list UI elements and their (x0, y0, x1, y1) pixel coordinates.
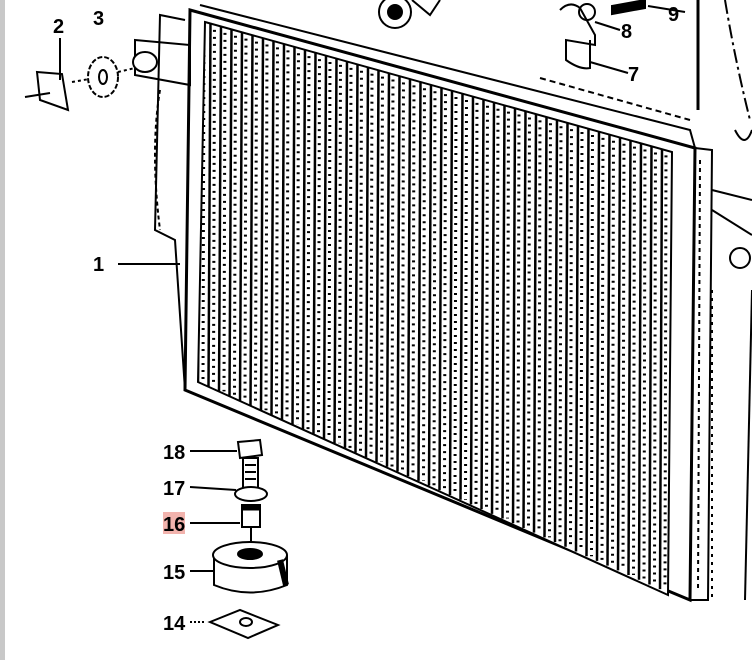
fin-teeth (306, 49, 311, 430)
fin-teeth (390, 72, 395, 467)
part-15-rubber-mount (190, 541, 289, 594)
callout-3[interactable]: 3 (93, 8, 104, 30)
fin-tube (459, 92, 464, 500)
callout-16[interactable]: 16 (163, 514, 185, 536)
part-16-spacer (190, 504, 261, 550)
fin-tube (627, 139, 632, 576)
fin-teeth (348, 60, 353, 448)
fin-tube (501, 104, 506, 519)
fin-teeth (380, 69, 384, 463)
fan-shroud (696, 0, 752, 601)
fin-tube (448, 90, 454, 496)
fin-teeth (296, 46, 300, 425)
fin-teeth (464, 92, 468, 500)
fin-tube (406, 78, 412, 477)
fin-teeth (201, 22, 206, 383)
fin-tube (543, 116, 548, 538)
fin-tube (532, 113, 538, 533)
fin-teeth (506, 104, 510, 519)
part-14-plate (190, 608, 281, 640)
fin-teeth (233, 28, 237, 397)
part-17-washer (189, 486, 268, 502)
fin-teeth (327, 55, 332, 439)
fin-tube (522, 110, 527, 528)
callout-1[interactable]: 1 (93, 254, 104, 276)
fin-teeth (569, 122, 573, 547)
fin-teeth (600, 130, 605, 561)
fin-teeth (548, 116, 552, 538)
window-left-border (0, 0, 5, 660)
radiator (132, 4, 714, 603)
fin-teeth (632, 139, 636, 576)
callout-15[interactable]: 15 (163, 562, 185, 584)
fin-tube (511, 107, 517, 524)
fin-tube (658, 148, 664, 590)
part-2-clip-nut (24, 38, 96, 112)
callout-17[interactable]: 17 (163, 478, 185, 500)
fin-tube (270, 40, 275, 415)
fin-teeth (642, 142, 647, 580)
fin-teeth (338, 57, 342, 444)
part-18-bolt (190, 438, 264, 489)
fin-teeth (611, 133, 615, 566)
fin-tube (259, 37, 265, 411)
fin-teeth (474, 95, 479, 505)
fin-tube (585, 127, 590, 557)
fin-tube (553, 119, 559, 543)
fin-teeth (254, 34, 258, 406)
fin-tube (249, 34, 254, 406)
top-grommet (378, 0, 441, 29)
fin-tube (364, 66, 370, 458)
fin-tube (228, 28, 233, 397)
fin-teeth (590, 127, 594, 557)
fin-tube (438, 87, 443, 491)
fin-tube (616, 136, 622, 571)
fin-teeth (359, 63, 363, 453)
fin-tube (312, 52, 317, 434)
fin-teeth (653, 145, 657, 585)
fin-tube (354, 63, 359, 453)
callout-14[interactable]: 14 (163, 613, 186, 635)
fin-tube (375, 69, 380, 463)
fin-tube (490, 101, 496, 514)
fin-tube (564, 122, 569, 547)
part-7-bracket (559, 3, 629, 74)
callout-7[interactable]: 7 (628, 64, 639, 86)
fin-tube (396, 75, 401, 472)
callout-16-highlight (163, 512, 185, 534)
fin-tube (280, 43, 286, 420)
fin-teeth (401, 75, 405, 472)
fin-tube (207, 22, 212, 387)
fin-tube (238, 31, 244, 401)
fin-tube (427, 84, 433, 486)
fin-tube (301, 49, 307, 430)
callout-18[interactable]: 18 (163, 442, 185, 464)
part-3-washer (87, 56, 136, 98)
fin-tube (333, 57, 338, 444)
fin-tube (343, 60, 349, 448)
fin-tube (480, 98, 485, 510)
fin-tube (385, 72, 391, 467)
fin-tube (595, 130, 601, 561)
callout-2[interactable]: 2 (53, 16, 64, 38)
fin-tube (606, 133, 611, 566)
callout-8[interactable]: 8 (621, 21, 632, 43)
fin-teeth (317, 52, 321, 434)
fin-tube (637, 142, 643, 580)
fin-tube (291, 46, 296, 425)
callout-9[interactable]: 9 (668, 4, 679, 26)
fin-tube (574, 125, 580, 552)
fin-tube (417, 81, 422, 481)
fin-teeth (558, 119, 563, 543)
fin-teeth (495, 101, 500, 514)
fin-tube (322, 55, 328, 439)
fin-tube (217, 25, 223, 392)
part-9-bolt (611, 0, 686, 16)
fin-tube (469, 95, 475, 505)
fin-teeth (579, 125, 584, 552)
fin-teeth (222, 25, 227, 392)
fin-tube (648, 145, 653, 585)
part-8-washer (578, 3, 621, 31)
fin-teeth (453, 90, 458, 496)
